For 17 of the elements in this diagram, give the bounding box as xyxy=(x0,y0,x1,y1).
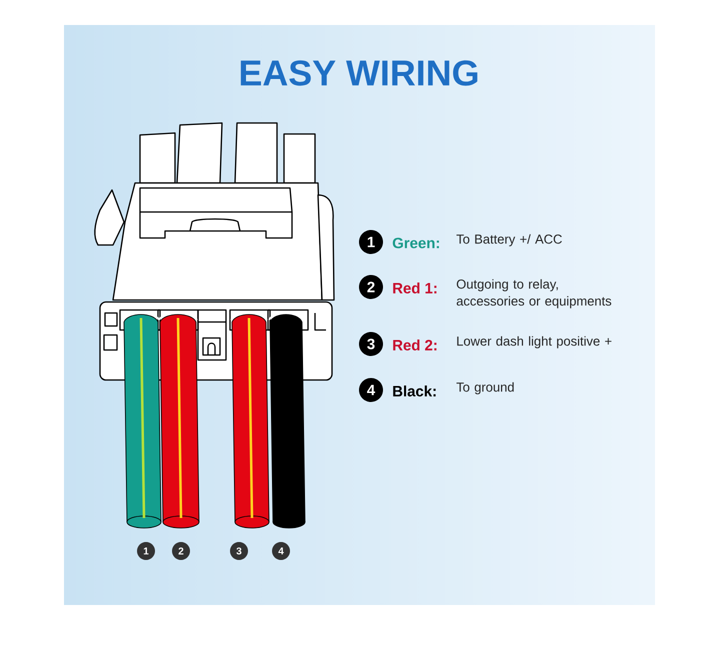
wire-description: Lower dash light positive + xyxy=(457,336,612,348)
number-badge: 2 xyxy=(359,275,383,299)
wire-color-label: Red 1: xyxy=(393,282,436,294)
wire-color-label: Black: xyxy=(393,386,436,396)
number-badge: 3 xyxy=(230,542,248,560)
wire-color-label: Red 2: xyxy=(393,340,436,350)
number-badge: 4 xyxy=(272,542,290,560)
number-badge: 4 xyxy=(359,378,383,402)
number-badge: 2 xyxy=(172,542,190,560)
wire-description: Outgoing to relay, accessories or equipments xyxy=(456,279,612,308)
wire-description: To Battery +/ ACC xyxy=(456,234,562,246)
wire-color-label: Green: xyxy=(392,238,439,248)
number-badge: 3 xyxy=(359,332,383,356)
title: EASY WIRING xyxy=(240,60,478,86)
wire-description: To ground xyxy=(456,382,514,394)
number-badge: 1 xyxy=(137,542,155,560)
number-badge: 1 xyxy=(359,230,383,254)
